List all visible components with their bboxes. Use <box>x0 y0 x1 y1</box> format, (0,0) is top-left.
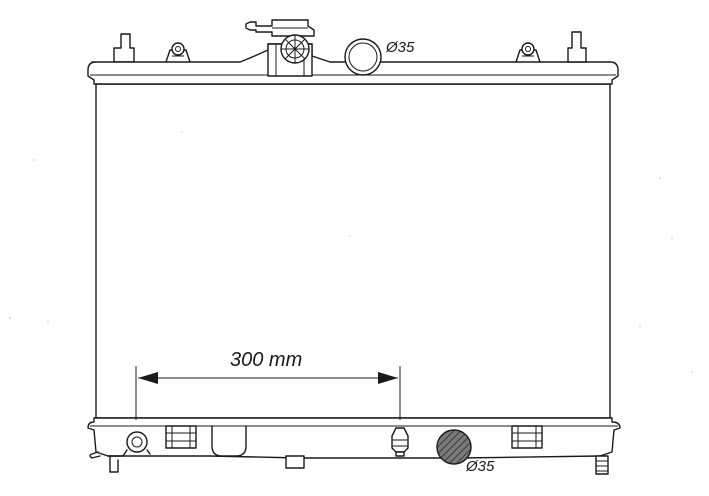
radiator-cap <box>245 19 315 64</box>
outlet-pipe <box>436 429 472 465</box>
radiator-core <box>95 83 611 419</box>
dimension-arrow-right <box>378 372 398 384</box>
dimension-label: 300 mm <box>230 349 302 371</box>
lower-right-pin <box>595 455 609 475</box>
outlet-diameter-label: Ø35 <box>465 458 495 475</box>
right-clip <box>511 425 543 449</box>
lower-left-fitting <box>89 431 151 473</box>
dimension-arrow-left <box>138 372 158 384</box>
dimension-300mm <box>135 366 401 420</box>
scan-specks <box>9 131 693 373</box>
left-clip <box>165 425 197 449</box>
inlet-diameter-label: Ø35 <box>385 39 415 56</box>
drain-valve <box>391 427 409 457</box>
bottom-tank <box>87 417 621 469</box>
inlet-pipe <box>344 38 382 76</box>
